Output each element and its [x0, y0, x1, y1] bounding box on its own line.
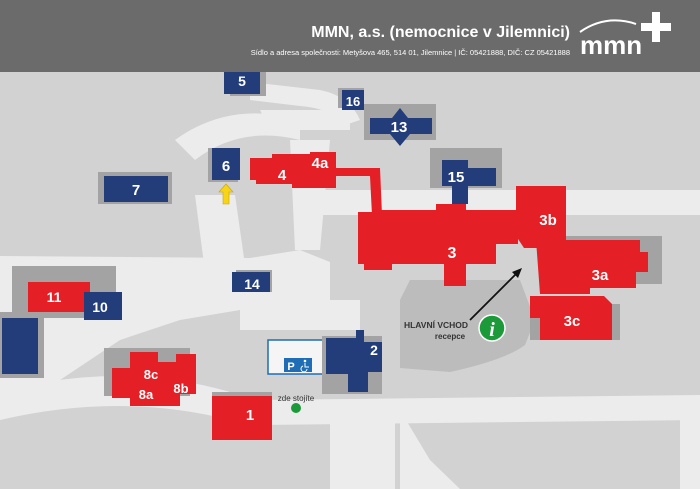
label-5: 5 — [238, 73, 246, 89]
svg-text:mmn: mmn — [580, 30, 642, 60]
label-3: 3 — [448, 245, 457, 262]
company-address: Sídlo a adresa společnosti: Metyšova 465… — [250, 48, 570, 57]
mmn-logo: mmn — [579, 12, 671, 60]
label-8a: 8a — [139, 387, 154, 402]
svg-text:i: i — [489, 319, 495, 341]
building-2 — [326, 330, 382, 392]
label-3b: 3b — [539, 212, 557, 229]
building-3 — [358, 204, 518, 286]
label-15: 15 — [448, 169, 465, 186]
label-10: 10 — [92, 299, 108, 315]
svg-text:P: P — [287, 361, 294, 373]
parking-icon: P — [284, 358, 298, 373]
entrance-arrowhead-icon — [512, 268, 522, 278]
label-2: 2 — [370, 342, 378, 358]
building-11 — [28, 282, 90, 312]
label-7: 7 — [132, 182, 140, 199]
label-13: 13 — [391, 119, 408, 136]
label-11: 11 — [47, 289, 62, 305]
building-1 — [212, 396, 272, 440]
building-4 — [250, 152, 382, 215]
building-10 — [84, 292, 122, 320]
header-bar: MMN, a.s. (nemocnice v Jilemnici) Sídlo … — [0, 0, 700, 72]
building-5 — [224, 72, 260, 94]
label-14: 14 — [244, 276, 260, 292]
label-4: 4 — [278, 167, 287, 184]
building-side — [2, 318, 38, 374]
red-buildings — [28, 152, 648, 440]
building-8 — [112, 352, 196, 406]
yellow-arrow-icon — [218, 183, 234, 205]
label-6: 6 — [222, 158, 230, 175]
info-icon: i — [478, 314, 506, 342]
label-1: 1 — [246, 407, 254, 424]
building-13 — [370, 108, 432, 146]
building-3c — [530, 296, 612, 340]
building-16 — [342, 90, 364, 110]
building-15 — [442, 160, 496, 204]
entrance-plaza — [400, 280, 535, 372]
label-16: 16 — [346, 94, 360, 109]
entrance-label: HLAVNÍ VCHOD — [404, 320, 468, 330]
building-3a — [536, 240, 648, 294]
blue-buildings — [2, 72, 496, 392]
building-14 — [232, 272, 270, 292]
label-3a: 3a — [592, 267, 609, 284]
label-8c: 8c — [144, 367, 158, 382]
building-3b — [516, 186, 566, 248]
building-labels: 5 16 13 7 6 4 4a 15 3 3b 3a 3c 14 11 10 … — [47, 73, 609, 424]
reception-label: recepce — [435, 332, 466, 341]
label-3c: 3c — [564, 313, 581, 330]
label-8b: 8b — [173, 381, 188, 396]
wheelchair-icon — [298, 358, 312, 373]
label-4a: 4a — [312, 155, 329, 172]
entrance-pointer-line — [469, 273, 517, 321]
building-7 — [104, 176, 168, 202]
page-title: MMN, a.s. (nemocnice v Jilemnici) — [311, 24, 570, 41]
building-6 — [212, 148, 240, 180]
campus-map: 5 16 13 7 6 4 4a 15 3 3b 3a 3c 14 11 10 … — [0, 72, 700, 489]
you-are-here-marker — [291, 403, 301, 413]
you-are-here-label: zde stojíte — [278, 394, 315, 403]
